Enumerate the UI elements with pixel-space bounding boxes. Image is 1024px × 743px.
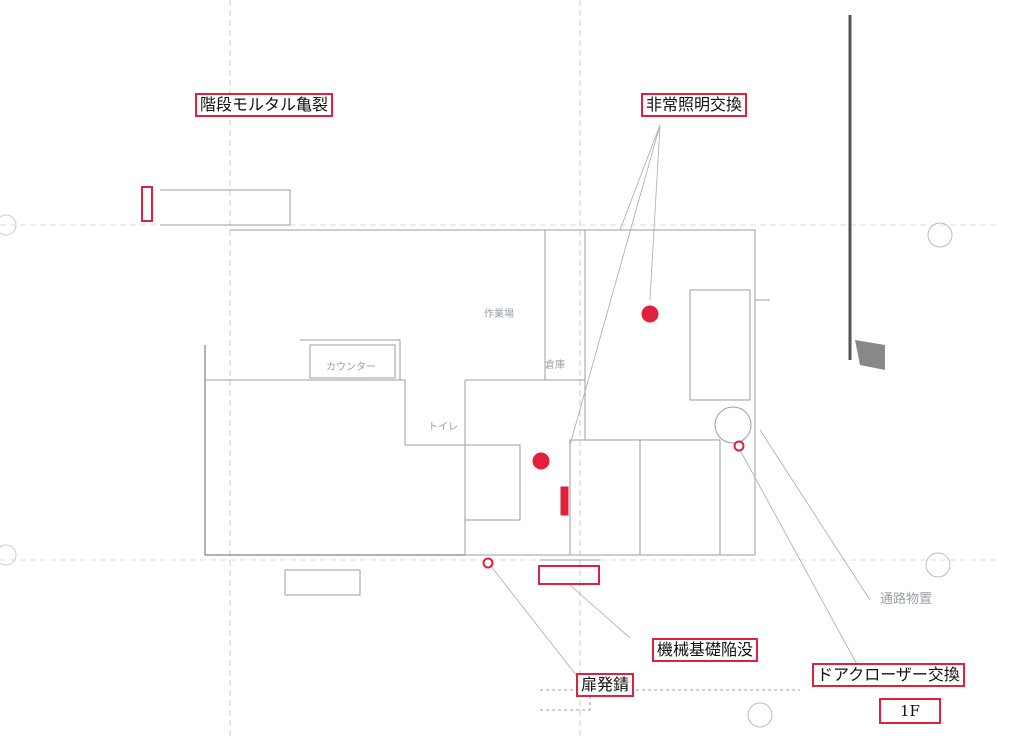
floor-label: 1F [879, 698, 941, 724]
annotation-door-rust: 扉発錆 [576, 673, 635, 697]
room-label-passage-storage: 通路物置 [880, 592, 933, 607]
annotation-door-closer-replace: ドアクローザー交換 [812, 663, 965, 687]
issue-marker-emergency-light-1 [641, 305, 659, 323]
room-label-storage: 倉庫 [545, 360, 565, 371]
room-label-counter: カウンター [326, 362, 376, 373]
issue-marker-door-rust [482, 557, 494, 569]
issue-marker-emergency-light-2 [532, 452, 550, 470]
room-label-toilet: トイレ [428, 422, 458, 433]
issue-marker-machine-foundation [560, 486, 569, 516]
issue-marker-machine-area [538, 565, 600, 585]
issue-marker-stair-crack [141, 186, 153, 222]
room-label-work-area: 作業場 [484, 309, 514, 320]
annotation-emergency-light-replace: 非常照明交換 [641, 93, 748, 117]
annotation-machine-foundation-sink: 機械基礎陥没 [652, 638, 759, 662]
annotation-stair-mortar-crack: 階段モルタル亀裂 [195, 93, 334, 117]
issue-marker-door-closer [733, 440, 745, 452]
